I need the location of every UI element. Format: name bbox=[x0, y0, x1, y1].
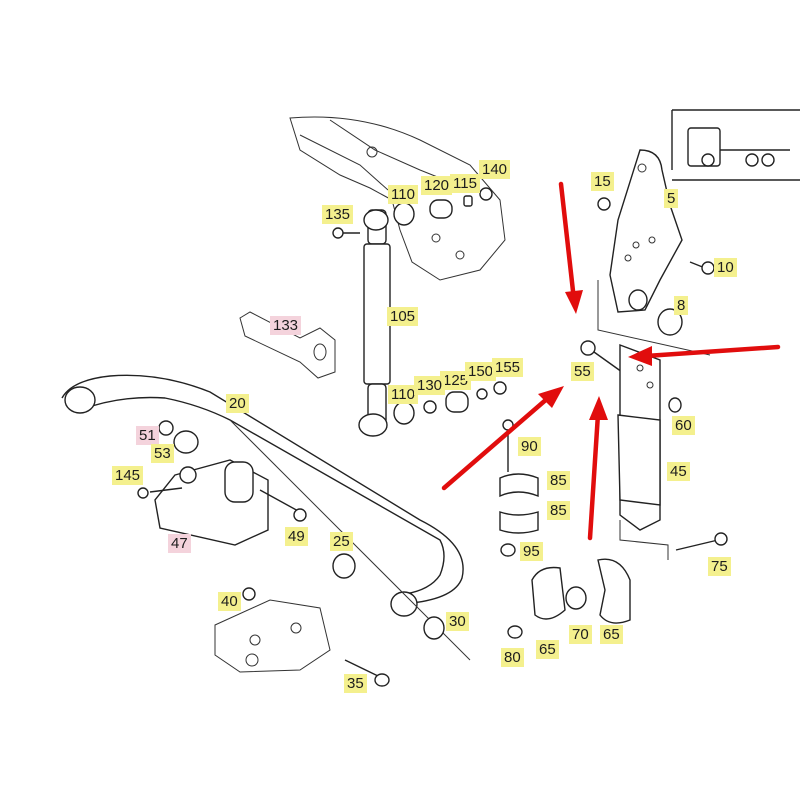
callout-49: 49 bbox=[285, 527, 308, 546]
callout-8: 8 bbox=[674, 296, 689, 315]
callout-135: 135 bbox=[322, 205, 354, 224]
callout-145: 145 bbox=[112, 466, 144, 485]
callout-55: 55 bbox=[571, 362, 594, 381]
callout-5: 5 bbox=[664, 189, 679, 208]
callout-47: 47 bbox=[168, 534, 191, 553]
clamp-bracket-47 bbox=[137, 459, 307, 546]
red-arrow-4 bbox=[587, 396, 608, 541]
callout-110-bottom: 110 bbox=[388, 385, 418, 404]
callout-105: 105 bbox=[387, 307, 419, 326]
lower-bushings bbox=[393, 381, 507, 425]
callout-35: 35 bbox=[344, 674, 367, 693]
callout-53: 53 bbox=[151, 444, 174, 463]
mounting-plate bbox=[214, 599, 390, 687]
callout-155: 155 bbox=[492, 358, 524, 377]
callout-65-right: 65 bbox=[600, 625, 623, 644]
callout-80: 80 bbox=[501, 648, 524, 667]
callout-20: 20 bbox=[226, 394, 249, 413]
callout-115: 115 bbox=[450, 174, 480, 193]
shock-absorber bbox=[332, 209, 391, 437]
clamps-85 bbox=[499, 419, 539, 557]
callout-130: 130 bbox=[414, 376, 446, 395]
callout-65-left: 65 bbox=[536, 640, 559, 659]
callout-25: 25 bbox=[330, 532, 353, 551]
upper-bushings bbox=[393, 187, 493, 226]
callout-95: 95 bbox=[520, 542, 543, 561]
callout-150: 150 bbox=[465, 362, 497, 381]
bracket-5 bbox=[597, 149, 715, 356]
bracket-45 bbox=[580, 340, 728, 560]
callout-60: 60 bbox=[672, 416, 695, 435]
callout-51: 51 bbox=[136, 426, 159, 445]
red-arrow-1 bbox=[558, 181, 583, 314]
red-arrow-2 bbox=[628, 344, 781, 366]
washer-bushing-51-53 bbox=[158, 420, 199, 454]
callout-125: 125 bbox=[440, 371, 472, 390]
vehicle-locator-icon bbox=[671, 109, 800, 181]
callout-140: 140 bbox=[479, 160, 511, 179]
callout-70: 70 bbox=[569, 625, 592, 644]
half-clamps-65 bbox=[507, 558, 631, 639]
callout-40: 40 bbox=[218, 592, 241, 611]
callout-85-top: 85 bbox=[547, 471, 570, 490]
callout-90: 90 bbox=[518, 437, 541, 456]
callout-120: 120 bbox=[421, 176, 453, 195]
callout-10: 10 bbox=[714, 258, 737, 277]
stabilizer-bar bbox=[61, 374, 471, 661]
callout-75: 75 bbox=[708, 557, 731, 576]
callout-133: 133 bbox=[270, 316, 302, 335]
callout-30: 30 bbox=[446, 612, 469, 631]
callout-5-15: 15 bbox=[591, 172, 614, 191]
callout-110-top: 110 bbox=[388, 185, 418, 204]
callout-45: 45 bbox=[667, 462, 690, 481]
callout-85-bottom: 85 bbox=[547, 501, 570, 520]
red-arrow-3 bbox=[441, 386, 564, 491]
bushings-25-30-40 bbox=[242, 553, 445, 640]
